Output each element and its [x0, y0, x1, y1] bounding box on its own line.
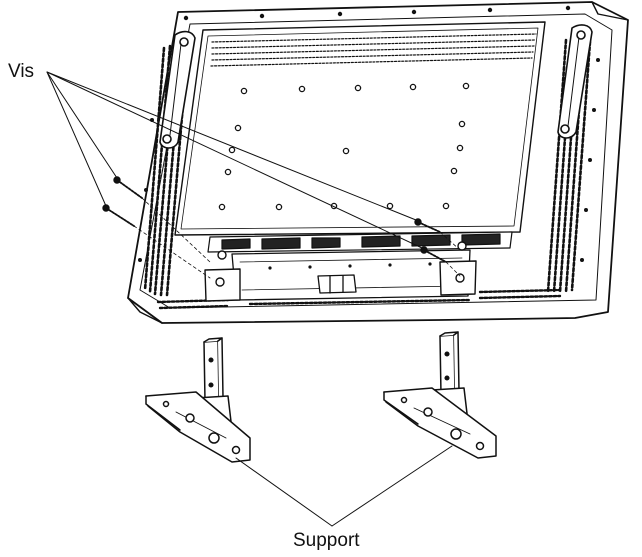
screw-left-upper — [113, 176, 143, 199]
rim-screws-top — [183, 5, 571, 21]
right-handle — [557, 24, 593, 139]
stand-left-post — [203, 340, 220, 402]
rim-screws-right — [138, 58, 600, 262]
screw-left-lower — [102, 204, 135, 227]
stand-sockets — [204, 241, 477, 302]
vis-label: Vis — [8, 61, 35, 82]
stand-right-post — [439, 334, 456, 396]
monitor-rear-view — [127, 1, 629, 324]
panel-screw-holes — [218, 82, 470, 211]
stand-left — [145, 337, 251, 463]
stand-right — [383, 331, 497, 459]
alignment-guides — [133, 197, 461, 279]
support-label: Support — [293, 530, 360, 551]
screw-right-lower — [420, 246, 447, 263]
screw-right-upper — [414, 218, 441, 233]
back-panel-inner — [180, 27, 539, 230]
monitor-inner-frame — [139, 13, 613, 309]
support-leader-lines — [235, 445, 453, 527]
top-vents — [210, 33, 537, 67]
monitor-side-edge — [591, 1, 629, 21]
back-panel — [174, 21, 546, 236]
monitor-outer-frame — [127, 1, 629, 324]
vis-leader-lines — [46, 71, 423, 249]
left-handle — [159, 30, 196, 149]
connector-panel — [207, 231, 513, 253]
lower-bracket — [231, 249, 471, 301]
monitor-bottom-edge — [127, 297, 163, 324]
bracket-dots — [268, 262, 432, 270]
